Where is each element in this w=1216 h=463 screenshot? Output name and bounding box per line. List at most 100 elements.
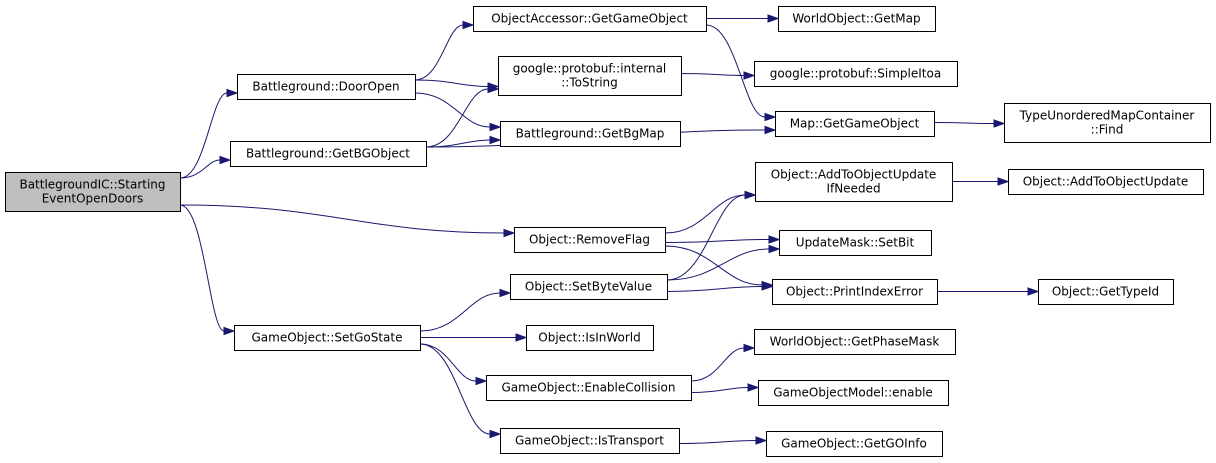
node-box	[514, 227, 666, 253]
arrowhead-icon	[747, 383, 760, 392]
node-label: BattlegroundIC::Starting	[19, 178, 165, 192]
node-box	[498, 56, 682, 96]
edge-obj_removeflag-to-obj_printindexerror	[664, 245, 763, 286]
node-label: WorldObject::GetPhaseMask	[770, 335, 940, 349]
node-obj-addtoobjectupdate[interactable]: Object::AddToObjectUpdate	[1008, 169, 1204, 195]
arrowhead-icon	[1027, 287, 1040, 296]
node-label: EventOpenDoors	[42, 192, 144, 206]
edge-root-to-obj_removeflag	[179, 204, 505, 234]
node-label: Object::RemoveFlag	[529, 233, 650, 247]
arrowhead-icon	[515, 333, 528, 342]
node-bg-getbgobject[interactable]: Battleground::GetBGObject	[230, 141, 427, 167]
edge-obj_setbytevalue-to-obj_addtoobjectupdateifneeded	[666, 194, 746, 281]
node-protobuf-tostring[interactable]: google::protobuf::internal::ToString	[498, 56, 682, 96]
node-obj-gettypeid[interactable]: Object::GetTypeId	[1038, 279, 1174, 305]
node-label: GameObject::SetGoState	[251, 331, 402, 345]
node-go-getgoinfo[interactable]: GameObject::GetGOInfo	[766, 431, 943, 457]
node-box	[486, 375, 692, 401]
edge-bg_getbgobject-to-protobuf_tostring	[425, 88, 489, 148]
arrowhead-icon	[764, 125, 777, 135]
arrowhead-icon	[503, 228, 516, 238]
node-label: WorldObject::GetMap	[792, 12, 920, 26]
node-gom-enable[interactable]: GameObjectModel::enable	[758, 380, 949, 406]
arrowhead-icon	[743, 71, 756, 80]
node-updatemask-setbit[interactable]: UpdateMask::SetBit	[779, 230, 932, 256]
node-label: Map::GetGameObject	[790, 117, 920, 131]
arrowhead-icon	[489, 122, 502, 132]
arrowhead-icon	[768, 235, 781, 244]
node-obj-isinworld[interactable]: Object::IsInWorld	[526, 325, 654, 351]
node-box	[510, 274, 668, 300]
edge-bg_dooropen-to-oa_getgameobject	[414, 24, 464, 81]
node-box	[500, 428, 680, 454]
edge-map_getgameobject-to-tumc_find	[933, 122, 995, 124]
node-obj-printindexerror[interactable]: Object::PrintIndexError	[772, 279, 938, 305]
node-box	[1008, 169, 1204, 195]
node-box	[778, 6, 936, 32]
node-label: GameObject::GetGOInfo	[781, 437, 927, 451]
node-label: TypeUnorderedMapContainer	[1019, 109, 1195, 123]
node-box	[5, 172, 181, 212]
node-label: GameObjectModel::enable	[773, 386, 933, 400]
arrowhead-icon	[223, 326, 236, 336]
node-box	[779, 230, 932, 256]
node-label: Object::PrintIndexError	[786, 285, 923, 299]
arrowhead-icon	[768, 244, 781, 254]
node-wo-getphasemask[interactable]: WorldObject::GetPhaseMask	[754, 329, 956, 355]
arrowhead-icon	[462, 20, 475, 30]
arrowhead-icon	[993, 119, 1006, 128]
edge-obj_removeflag-to-obj_addtoobjectupdateifneeded	[664, 194, 746, 234]
node-label: GameObject::EnableCollision	[501, 381, 675, 395]
node-box	[526, 325, 654, 351]
node-bg-getbgmap[interactable]: Battleground::GetBgMap	[500, 121, 681, 147]
node-protobuf-simpleitoa[interactable]: google::protobuf::SimpleItoa	[754, 61, 958, 87]
node-go-istransport[interactable]: GameObject::IsTransport	[500, 428, 680, 454]
node-label: ::ToString	[561, 76, 618, 90]
edge-bg_dooropen-to-bg_getbgmap	[414, 92, 491, 128]
node-wo-getmap[interactable]: WorldObject::GetMap	[778, 6, 936, 32]
edge-go_enablecollision-to-wo_getphasemask	[690, 347, 745, 382]
node-oa-getgameobject[interactable]: ObjectAccessor::GetGameObject	[473, 6, 707, 32]
node-label: Object::IsInWorld	[538, 331, 641, 345]
node-label: ObjectAccessor::GetGameObject	[491, 12, 688, 26]
node-tumc-find[interactable]: TypeUnorderedMapContainer::Find	[1004, 103, 1211, 143]
node-box	[500, 121, 681, 147]
node-label: Battleground::GetBgMap	[516, 127, 665, 141]
arrowhead-icon	[226, 88, 239, 98]
arrowhead-icon	[997, 177, 1010, 186]
node-box	[775, 111, 935, 137]
node-box	[237, 74, 416, 100]
node-label: Battleground::DoorOpen	[252, 80, 399, 94]
arrowhead-icon	[499, 288, 512, 298]
node-go-setgostate[interactable]: GameObject::SetGoState	[234, 325, 421, 351]
node-label: Object::AddToObjectUpdate	[1023, 175, 1189, 189]
node-go-enablecollision[interactable]: GameObject::EnableCollision	[486, 375, 692, 401]
node-label: google::protobuf::internal	[513, 62, 667, 76]
arrowhead-icon	[761, 282, 774, 291]
node-obj-removeflag[interactable]: Object::RemoveFlag	[514, 227, 666, 253]
node-label: ::Find	[1091, 123, 1124, 137]
node-box	[754, 329, 956, 355]
node-label: Object::SetByteValue	[525, 280, 652, 294]
edge-root-to-go_setgostate	[179, 204, 225, 332]
node-label: IfNeeded	[826, 182, 880, 196]
node-obj-setbytevalue[interactable]: Object::SetByteValue	[510, 274, 668, 300]
edge-go_setgostate-to-go_istransport	[419, 343, 491, 435]
node-label: google::protobuf::SimpleItoa	[770, 67, 941, 81]
arrowhead-icon	[489, 429, 502, 439]
node-box	[473, 6, 707, 32]
node-box	[766, 431, 943, 457]
arrowhead-icon	[487, 84, 500, 94]
edge-root-to-bg_getbgobject	[179, 159, 221, 179]
node-box	[234, 325, 421, 351]
node-label: Battleground::GetBGObject	[246, 147, 410, 161]
node-map-getgameobject[interactable]: Map::GetGameObject	[775, 111, 935, 137]
edge-bg_dooropen-to-protobuf_tostring	[414, 79, 489, 87]
nodes-layer: BattlegroundIC::StartingEventOpenDoorsBa…	[5, 6, 1211, 457]
node-box	[758, 380, 949, 406]
node-box	[754, 61, 958, 87]
node-bg-dooropen[interactable]: Battleground::DoorOpen	[237, 74, 416, 100]
